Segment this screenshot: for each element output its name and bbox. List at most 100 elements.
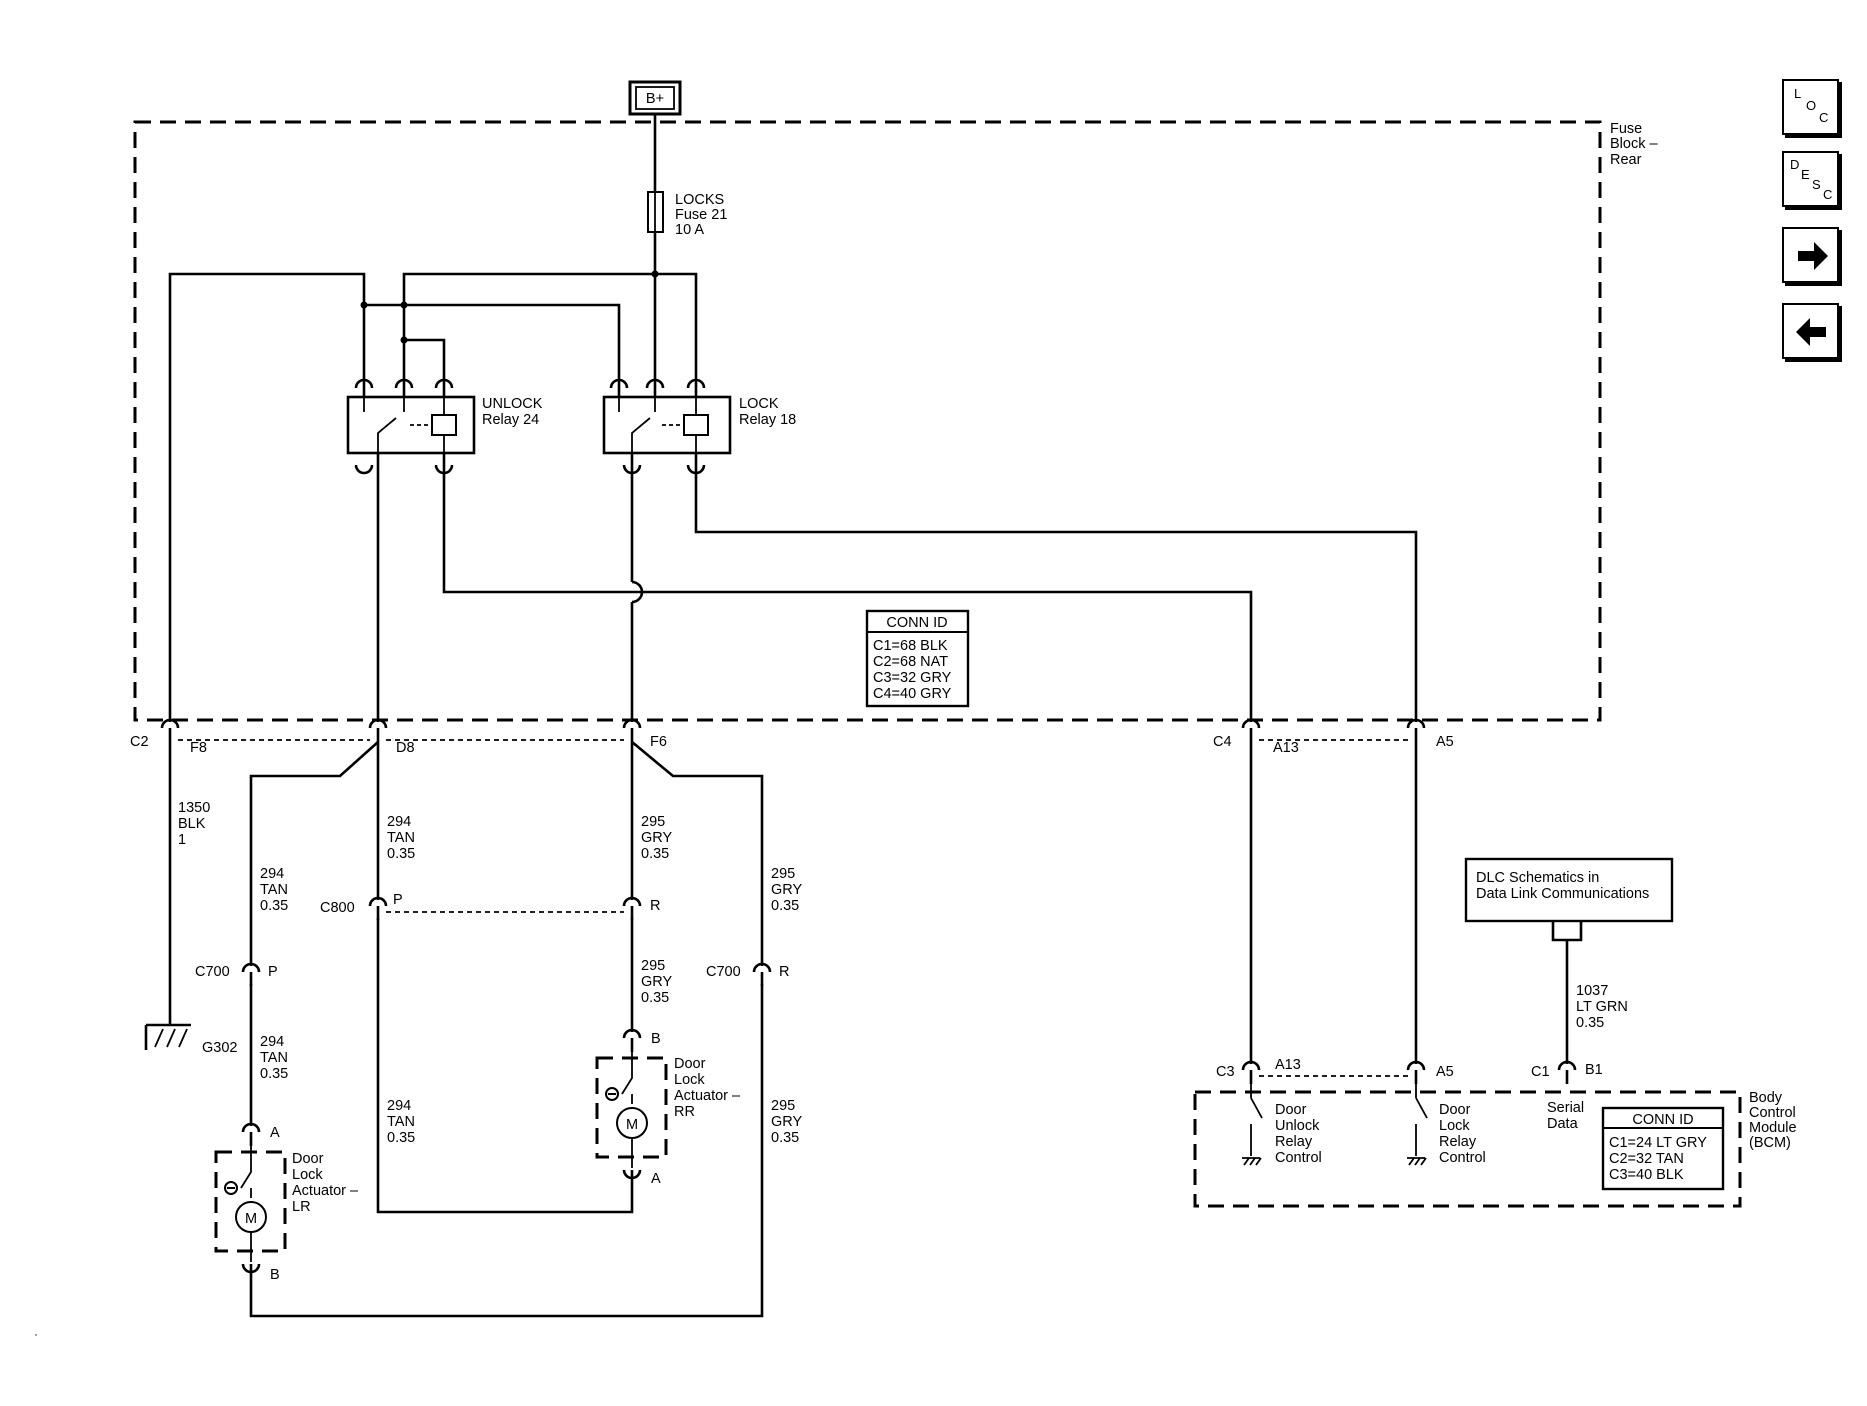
loc-letter-o: O	[1806, 98, 1817, 113]
svg-text:1037: 1037	[1576, 983, 1608, 999]
svg-text:294: 294	[260, 1034, 284, 1050]
svg-text:D8: D8	[396, 740, 415, 756]
svg-text:C2=68 NAT: C2=68 NAT	[873, 654, 948, 670]
svg-text:F8: F8	[190, 740, 207, 756]
svg-text:Relay: Relay	[1275, 1134, 1313, 1150]
bcm-connectors: C3 A13 A5 C1 B1	[1216, 1057, 1603, 1084]
svg-text:P: P	[268, 964, 278, 980]
wire-label-295-middle: 295 GRY 0.35	[641, 958, 672, 1006]
svg-text:TAN: TAN	[260, 1050, 288, 1066]
svg-text:A: A	[270, 1125, 280, 1141]
svg-text:F6: F6	[650, 734, 667, 750]
svg-text:Lock: Lock	[674, 1072, 705, 1088]
svg-text:Control: Control	[1439, 1150, 1486, 1166]
svg-text:R: R	[650, 898, 660, 914]
svg-text:Relay 24: Relay 24	[482, 412, 539, 428]
svg-text:1: 1	[178, 832, 186, 848]
fuse-block-connectors: C2 F8 D8 F6 C4 A13 A5	[130, 718, 1454, 756]
svg-text:Door: Door	[1439, 1102, 1471, 1118]
svg-text:A13: A13	[1275, 1057, 1301, 1073]
wire-label-294-left-lower: 294 TAN 0.35	[260, 1034, 288, 1082]
wire-label-1037: 1037 LT GRN 0.35	[1576, 983, 1628, 1031]
svg-text:294: 294	[387, 1098, 411, 1114]
svg-text:Block –: Block –	[1610, 136, 1658, 152]
svg-text:C700: C700	[706, 964, 741, 980]
power-source-b-plus: B+	[628, 80, 682, 116]
svg-text:Door: Door	[674, 1056, 706, 1072]
svg-text:Body: Body	[1749, 1090, 1783, 1106]
wire-label-295-right-upper: 295 GRY 0.35	[771, 866, 802, 914]
connector-c800: C800 P R	[320, 892, 660, 920]
svg-text:Fuse 21: Fuse 21	[675, 207, 727, 223]
svg-text:Door: Door	[1275, 1102, 1307, 1118]
svg-text:DLC Schematics in: DLC Schematics in	[1476, 870, 1599, 886]
description-button[interactable]: D E S C	[1782, 151, 1839, 207]
svg-text:0.35: 0.35	[260, 898, 288, 914]
wire-label-294-lower: 294 TAN 0.35	[387, 1098, 415, 1146]
svg-text:CONN ID: CONN ID	[886, 615, 947, 631]
unlock-relay-24: UNLOCK Relay 24	[346, 377, 543, 475]
svg-text:C3: C3	[1216, 1064, 1235, 1080]
wire-label-295-f6: 295 GRY 0.35	[641, 814, 672, 862]
svg-text:10 A: 10 A	[675, 222, 704, 238]
svg-text:0.35: 0.35	[387, 1130, 415, 1146]
svg-text:Actuator –: Actuator –	[674, 1088, 741, 1104]
svg-text:C4: C4	[1213, 734, 1232, 750]
svg-text:0.35: 0.35	[641, 990, 669, 1006]
door-lock-actuator-rr: B M A Door Lock Actuator – RR	[595, 1028, 741, 1187]
svg-text:LOCKS: LOCKS	[675, 192, 724, 208]
harness-wiring	[168, 740, 1418, 1318]
svg-text:A: A	[651, 1171, 661, 1187]
svg-text:C700: C700	[195, 964, 230, 980]
svg-text:(BCM): (BCM)	[1749, 1135, 1791, 1151]
svg-text:0.35: 0.35	[641, 846, 669, 862]
svg-text:GRY: GRY	[771, 882, 802, 898]
desc-letter-c: C	[1823, 187, 1833, 202]
svg-text:C4=40 GRY: C4=40 GRY	[873, 686, 952, 702]
svg-text:GRY: GRY	[641, 830, 672, 846]
svg-text:G302: G302	[202, 1040, 237, 1056]
svg-text:A13: A13	[1273, 740, 1299, 756]
svg-text:Door: Door	[292, 1151, 324, 1167]
svg-text:BLK: BLK	[178, 816, 206, 832]
svg-text:295: 295	[641, 814, 665, 830]
bcm-conn-id-table: CONN ID C1=24 LT GRY C2=32 TAN C3=40 BLK	[1601, 1106, 1725, 1191]
previous-button[interactable]	[1782, 303, 1839, 359]
svg-text:Fuse: Fuse	[1610, 121, 1642, 137]
svg-text:Control: Control	[1275, 1150, 1322, 1166]
door-lock-actuator-lr: A M B Door Lock Actuator – LR	[214, 1122, 359, 1283]
lock-relay-18: LOCK Relay 18	[602, 377, 796, 475]
body-control-module: Door Unlock Relay Control Door Lock Rela…	[1193, 1084, 1797, 1208]
svg-text:Rear: Rear	[1610, 152, 1642, 168]
svg-text:0.35: 0.35	[771, 898, 799, 914]
svg-text:295: 295	[771, 866, 795, 882]
svg-text:CONN ID: CONN ID	[1632, 1112, 1693, 1128]
loc-letter-l: L	[1794, 86, 1802, 101]
svg-text:294: 294	[260, 866, 284, 882]
svg-text:TAN: TAN	[387, 830, 415, 846]
svg-text:UNLOCK: UNLOCK	[482, 396, 543, 412]
svg-text:M: M	[245, 1211, 257, 1227]
svg-text:C3=40 BLK: C3=40 BLK	[1609, 1167, 1684, 1183]
svg-text:0.35: 0.35	[771, 1130, 799, 1146]
svg-text:LT GRN: LT GRN	[1576, 999, 1628, 1015]
location-button[interactable]: L O C	[1782, 79, 1839, 135]
svg-text:Lock: Lock	[292, 1167, 323, 1183]
svg-text:295: 295	[771, 1098, 795, 1114]
wire-label-295-right-lower: 295 GRY 0.35	[771, 1098, 802, 1146]
wire-label-294-d8: 294 TAN 0.35	[387, 814, 415, 862]
svg-text:LOCK: LOCK	[739, 396, 779, 412]
fuse-block-internal-wiring	[168, 232, 1418, 722]
svg-text:Module: Module	[1749, 1120, 1797, 1136]
svg-text:C2: C2	[130, 734, 149, 750]
next-button[interactable]	[1782, 227, 1839, 283]
svg-text:294: 294	[387, 814, 411, 830]
svg-text:C1=24 LT GRY: C1=24 LT GRY	[1609, 1135, 1707, 1151]
svg-text:B: B	[270, 1267, 280, 1283]
svg-text:RR: RR	[674, 1104, 695, 1120]
ground-g302: G302	[144, 1016, 237, 1056]
svg-text:Actuator –: Actuator –	[292, 1183, 359, 1199]
svg-text:GRY: GRY	[641, 974, 672, 990]
svg-text:Unlock: Unlock	[1275, 1118, 1320, 1134]
svg-text:C2=32 TAN: C2=32 TAN	[1609, 1151, 1684, 1167]
